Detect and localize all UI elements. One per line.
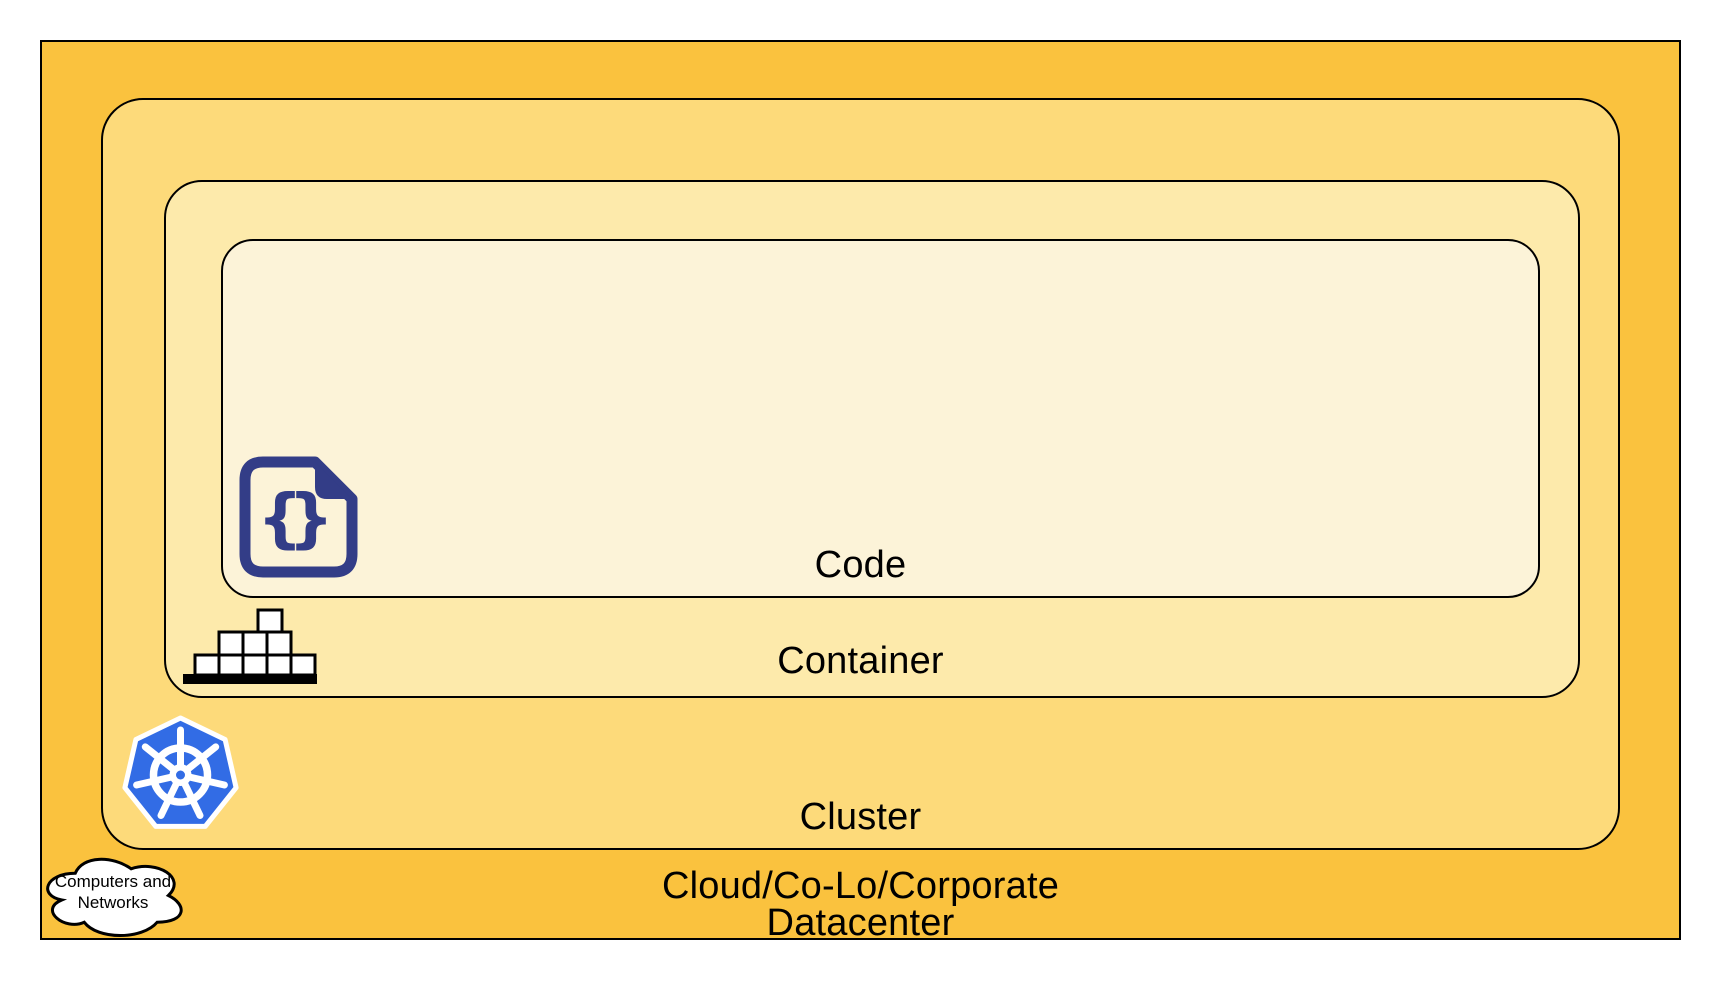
container-label: Container [777,640,944,682]
container-box [241,653,269,677]
code-file-fold [315,462,352,499]
cluster-label: Cluster [799,796,922,838]
container-box [265,653,293,677]
container-box [217,630,245,657]
kubernetes-wheel [133,726,228,819]
kubernetes-icon [122,715,239,829]
cloud-outline [46,857,183,938]
container-box [241,630,269,657]
container-box [265,630,293,657]
cloud-callout-label: Computers and Networks [54,872,172,912]
cloud-icon [46,857,183,938]
container-box [289,653,317,677]
container-base-bar [183,674,317,684]
container-box [256,608,284,634]
code-brace-close: } [288,482,334,556]
code-file-icon: { } [239,456,358,578]
code-file-outline [239,456,358,578]
code-layer [221,239,1540,598]
container-stack-icon [183,608,317,684]
container-box [217,653,245,677]
kubernetes-hub-dot [176,770,185,780]
container-box [193,653,221,677]
datacenter-label: Cloud/Co-Lo/Corporate Datacenter [661,865,1060,944]
code-brace-open: { [257,482,303,556]
code-label: Code [814,544,907,586]
